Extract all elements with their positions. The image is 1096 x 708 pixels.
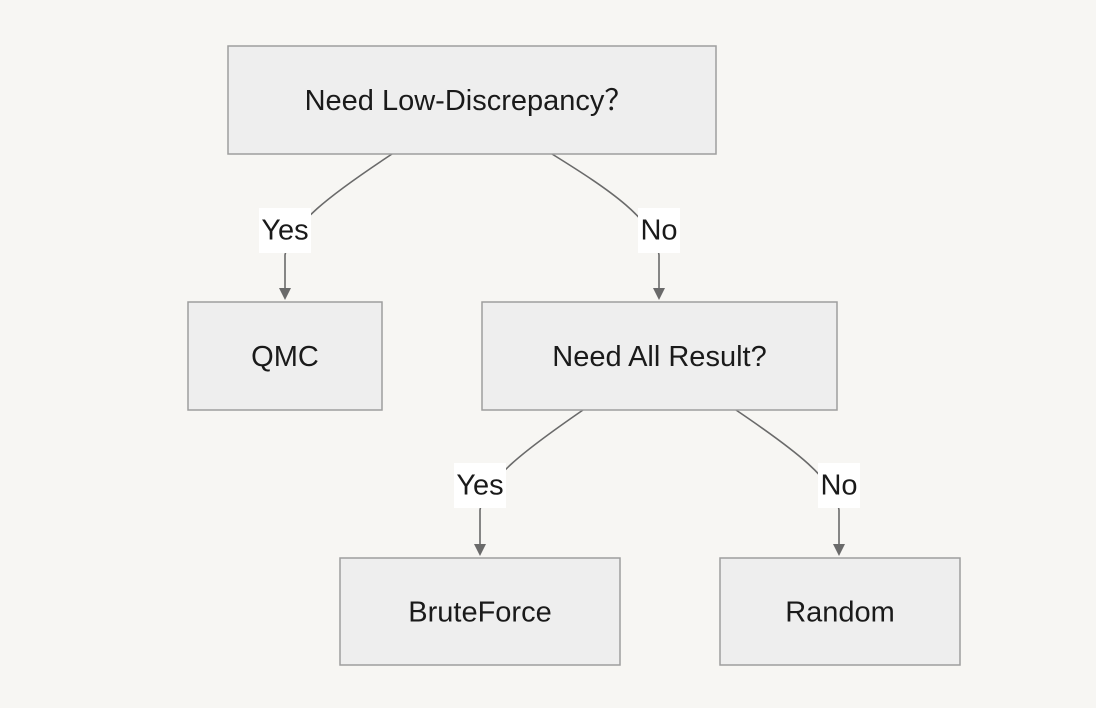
node-bruteforce: BruteForce	[339, 557, 621, 666]
node-label: QMC	[251, 341, 319, 373]
edge-label-text: Yes	[456, 470, 503, 502]
node-label: Need All Result?	[552, 341, 766, 373]
node-need-all-result: Need All Result?	[481, 301, 838, 411]
edge-label-yes-bruteforce: Yes	[454, 463, 506, 508]
edge-label-text: Yes	[261, 215, 308, 247]
node-qmc: QMC	[187, 301, 383, 411]
node-label: BruteForce	[408, 597, 551, 629]
node-label: Need Low-Discrepancy？	[305, 85, 634, 117]
edge-label-text: No	[820, 470, 857, 502]
node-need-low-discrepancy: Need Low-Discrepancy？	[227, 45, 717, 155]
edge-label-no-all-result: No	[638, 208, 680, 253]
edge-label-no-random: No	[818, 463, 860, 508]
node-label: Random	[785, 597, 895, 629]
node-random: Random	[719, 557, 961, 666]
edge-label-text: No	[640, 215, 677, 247]
edge-label-yes-qmc: Yes	[259, 208, 311, 253]
